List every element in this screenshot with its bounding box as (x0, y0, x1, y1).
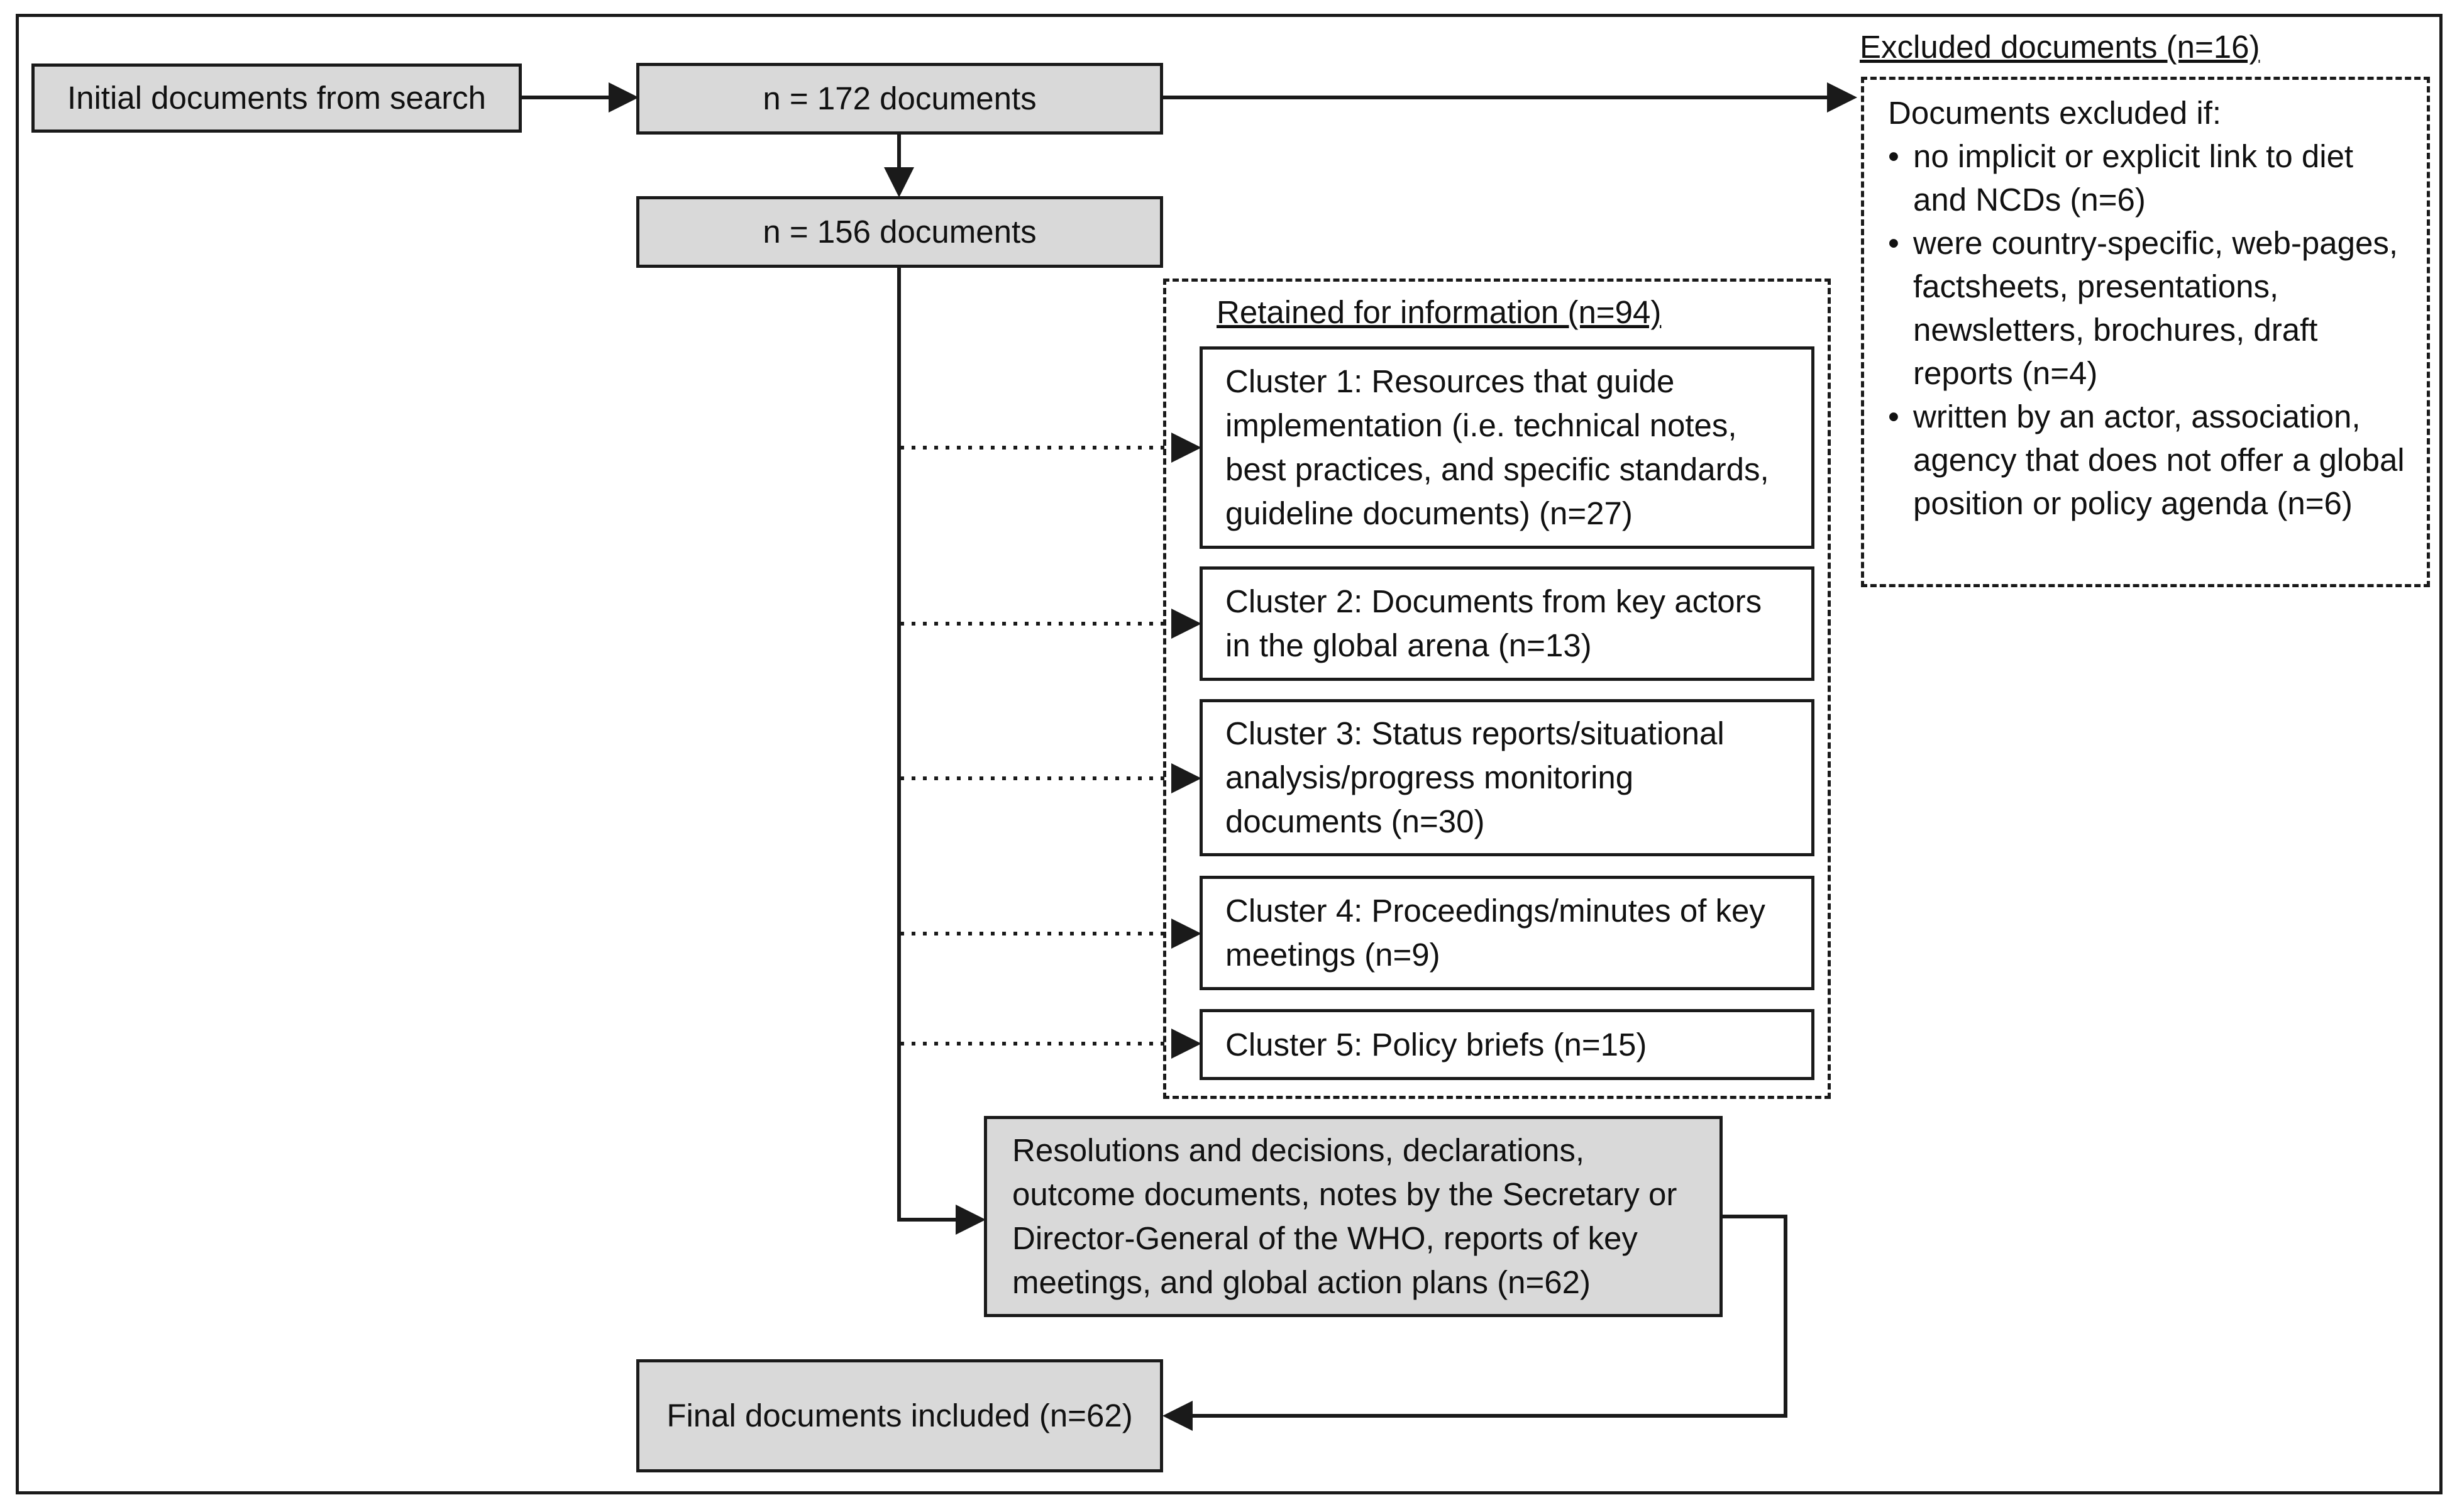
cluster-4-label: Cluster 4: Proceedings/minutes of key me… (1225, 893, 1765, 973)
retained-group (1163, 279, 1831, 1099)
n156-box: n = 156 documents (636, 196, 1163, 268)
excluded-intro: Documents excluded if: (1888, 95, 2222, 131)
n156-label: n = 156 documents (763, 214, 1037, 250)
excluded-criteria-list: no implicit or explicit link to diet and… (1888, 135, 2408, 525)
n172-box: n = 172 documents (636, 63, 1163, 135)
excluded-box: Documents excluded if: no implicit or ex… (1861, 77, 2430, 587)
excluded-criterion: no implicit or explicit link to diet and… (1888, 135, 2408, 221)
cluster-2-box: Cluster 2: Documents from key actors in … (1200, 566, 1814, 681)
excluded-criterion: were country-specific, web-pages, factsh… (1888, 221, 2408, 395)
cluster-4-box: Cluster 4: Proceedings/minutes of key me… (1200, 876, 1814, 990)
final-documents-label: Final documents included (n=62) (666, 1398, 1133, 1433)
cluster-5-box: Cluster 5: Policy briefs (n=15) (1200, 1009, 1814, 1080)
initial-documents-label: Initial documents from search (67, 80, 487, 116)
initial-documents-box: Initial documents from search (31, 63, 522, 133)
final-documents-box: Final documents included (n=62) (636, 1359, 1163, 1472)
resolutions-box: Resolutions and decisions, declarations,… (984, 1116, 1723, 1317)
excluded-criterion: written by an actor, association, agency… (1888, 395, 2408, 525)
cluster-1-box: Cluster 1: Resources that guide implemen… (1200, 346, 1814, 549)
cluster-2-label: Cluster 2: Documents from key actors in … (1225, 583, 1762, 663)
excluded-heading: Excluded documents (n=16) (1860, 29, 2260, 65)
cluster-5-label: Cluster 5: Policy briefs (n=15) (1225, 1026, 1647, 1062)
resolutions-label: Resolutions and decisions, declarations,… (1012, 1132, 1677, 1300)
cluster-3-label: Cluster 3: Status reports/situational an… (1225, 715, 1725, 839)
cluster-3-box: Cluster 3: Status reports/situational an… (1200, 699, 1814, 856)
retained-heading: Retained for information (n=94) (1217, 294, 1662, 330)
n172-label: n = 172 documents (763, 80, 1037, 116)
cluster-1-label: Cluster 1: Resources that guide implemen… (1225, 363, 1769, 531)
